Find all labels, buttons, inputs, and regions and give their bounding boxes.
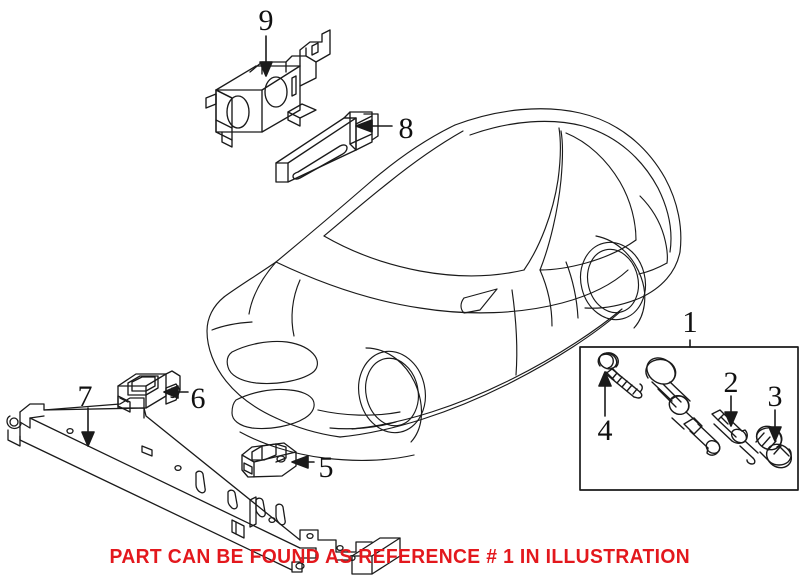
- callout-8-leader: [355, 119, 393, 133]
- callout-number-1: 1: [682, 304, 698, 339]
- part-5-sensor: [241, 442, 297, 478]
- callout-number-9: 9: [259, 4, 274, 37]
- callout-number-2: 2: [724, 366, 739, 399]
- callout-number-6: 6: [191, 382, 206, 415]
- callout-4-leader: [598, 371, 612, 417]
- part-7-rail: [6, 397, 401, 575]
- callout-5-leader: [291, 455, 315, 469]
- callout-7-leader: [81, 407, 95, 447]
- callout-number-3: 3: [768, 380, 783, 413]
- callout-number-8: 8: [399, 112, 414, 145]
- callout-number-5: 5: [319, 451, 334, 484]
- car-outline: [206, 108, 682, 461]
- part-4-valve-screw: [597, 352, 643, 399]
- detail-box-frame: [579, 346, 799, 491]
- part-9-bracket: [205, 29, 331, 148]
- part-2-valve-core: [711, 409, 759, 465]
- callout-number-4: 4: [598, 414, 613, 447]
- callout-number-7: 7: [78, 380, 93, 413]
- part-8-antenna: [275, 111, 379, 183]
- part-1-valve-assembly: [645, 357, 721, 456]
- reference-caption: PART CAN BE FOUND AS REFERENCE # 1 IN IL…: [109, 545, 691, 568]
- callout-numbers: 1 2 3 4 5 6 7 8 9: [78, 4, 783, 484]
- callout-6-leader: [163, 385, 189, 399]
- callout-3-leader: [768, 409, 782, 442]
- callout-2-leader: [724, 395, 738, 427]
- callout-9-leader: [259, 35, 273, 77]
- caption-row: PART CAN BE FOUND AS REFERENCE # 1 IN IL…: [0, 545, 800, 569]
